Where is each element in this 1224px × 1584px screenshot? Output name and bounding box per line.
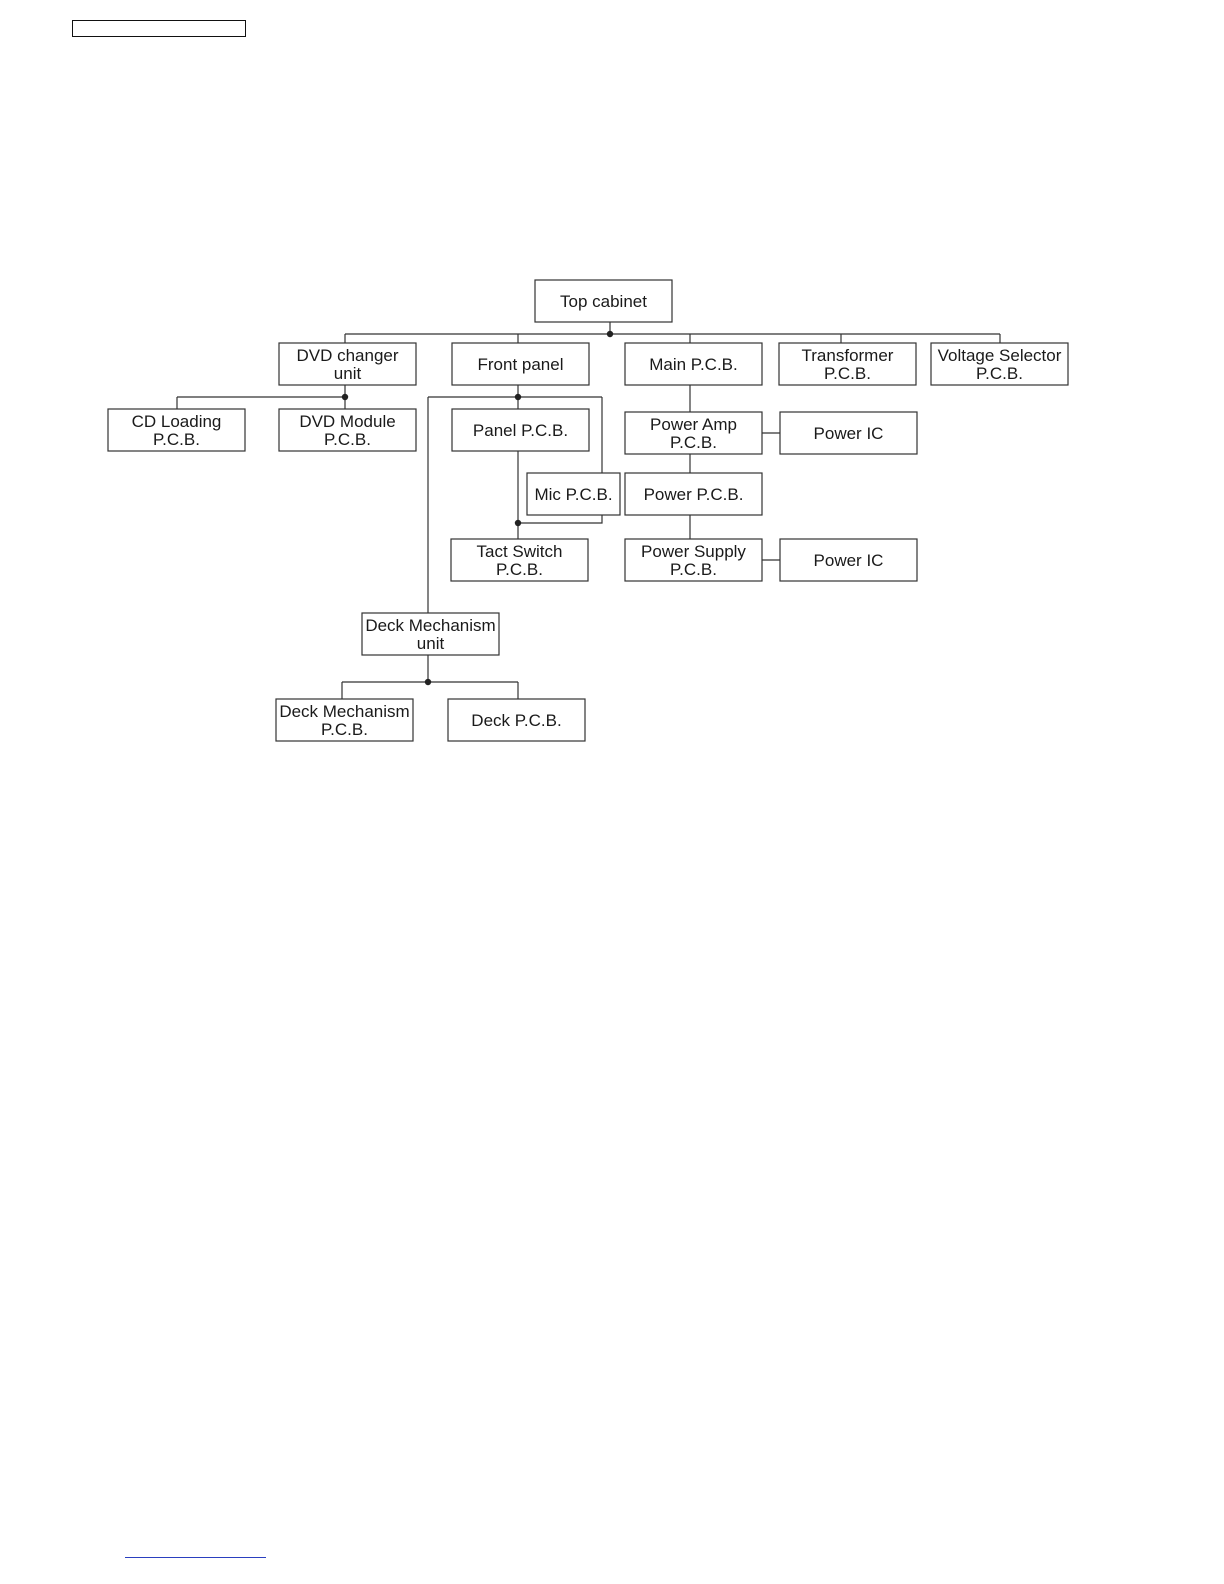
junction-dot [342, 394, 348, 400]
node-label: Tact Switch [477, 542, 563, 561]
node-label: Deck Mechanism [279, 702, 409, 721]
node-label: unit [334, 364, 362, 383]
node-front-panel: Front panel [452, 343, 589, 385]
node-label: Main P.C.B. [649, 355, 738, 374]
junction-dot [515, 520, 521, 526]
node-label: Voltage Selector [938, 346, 1062, 365]
node-label: Deck P.C.B. [471, 711, 561, 730]
node-deck-pcb: Deck P.C.B. [448, 699, 585, 741]
node-label: P.C.B. [670, 560, 717, 579]
node-label: P.C.B. [976, 364, 1023, 383]
junction-dot [607, 331, 613, 337]
node-label: P.C.B. [496, 560, 543, 579]
node-label: unit [417, 634, 445, 653]
node-label: P.C.B. [153, 430, 200, 449]
node-label: DVD Module [299, 412, 395, 431]
node-label: DVD changer [296, 346, 398, 365]
node-label: Deck Mechanism [365, 616, 495, 635]
footer-link-underline[interactable] [125, 1557, 266, 1558]
node-main-pcb: Main P.C.B. [625, 343, 762, 385]
node-power-ic-1: Power IC [780, 412, 917, 454]
connector-line [518, 515, 602, 523]
node-panel-pcb: Panel P.C.B. [452, 409, 589, 451]
node-label: Power IC [814, 424, 884, 443]
node-top-cabinet: Top cabinet [535, 280, 672, 322]
node-label: Power Supply [641, 542, 746, 561]
node-label: Power Amp [650, 415, 737, 434]
node-power-ic-2: Power IC [780, 539, 917, 581]
node-mic-pcb: Mic P.C.B. [527, 473, 620, 515]
junction-dot [425, 679, 431, 685]
node-label: Power P.C.B. [644, 485, 744, 504]
node-label: Power IC [814, 551, 884, 570]
node-label: Front panel [478, 355, 564, 374]
node-label: P.C.B. [824, 364, 871, 383]
node-power-pcb: Power P.C.B. [625, 473, 762, 515]
node-label: Mic P.C.B. [534, 485, 612, 504]
node-label: P.C.B. [324, 430, 371, 449]
node-label: P.C.B. [670, 433, 717, 452]
junction-dot [515, 394, 521, 400]
node-label: Top cabinet [560, 292, 647, 311]
node-label: P.C.B. [321, 720, 368, 739]
node-label: CD Loading [132, 412, 222, 431]
node-label: Transformer [802, 346, 894, 365]
node-label: Panel P.C.B. [473, 421, 568, 440]
